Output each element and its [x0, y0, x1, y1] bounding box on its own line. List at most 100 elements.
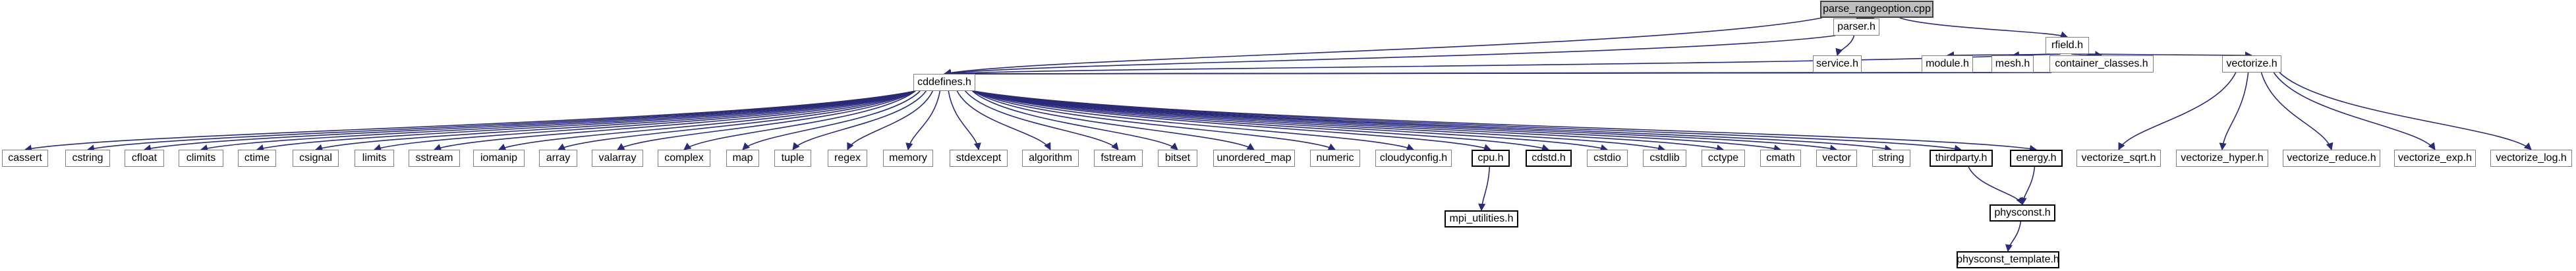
graph-node-cfloat[interactable]: cfloat — [125, 150, 164, 167]
graph-node-label: algorithm — [1029, 152, 1072, 164]
graph-node-fstream[interactable]: fstream — [1094, 150, 1143, 167]
graph-node-thirdparty-h[interactable]: thirdparty.h — [1930, 150, 1993, 167]
graph-node-service-h[interactable]: service.h — [1813, 55, 1862, 73]
edge-vectorize-h-to-vectorize-sqrt-h — [2118, 72, 2237, 150]
graph-node-label: energy.h — [2016, 152, 2057, 164]
graph-node-energy-h[interactable]: energy.h — [2010, 150, 2063, 167]
graph-node-vectorize-reduce-h[interactable]: vectorize_reduce.h — [2283, 150, 2380, 167]
graph-node-label: cctype — [1707, 152, 1739, 164]
graph-node-cstdlib[interactable]: cstdlib — [1643, 150, 1686, 167]
graph-node-climits[interactable]: climits — [179, 150, 223, 167]
graph-node-cstring[interactable]: cstring — [65, 150, 110, 167]
edge-cddefines-h-to-energy-h — [973, 90, 2038, 152]
graph-node-label: csignal — [299, 152, 332, 164]
edge-cddefines-h-to-map — [742, 90, 921, 150]
edge-mesh-h-to-cddefines-h — [943, 70, 1994, 78]
graph-node-parser-h[interactable]: parser.h — [1833, 18, 1879, 36]
graph-node-iomanip[interactable]: iomanip — [473, 150, 525, 167]
graph-node-cstdio[interactable]: cstdio — [1587, 150, 1628, 167]
edge-cddefines-h-to-cpu-h — [973, 90, 1492, 152]
graph-node-tuple[interactable]: tuple — [774, 150, 811, 167]
graph-node-regex[interactable]: regex — [828, 150, 867, 167]
graph-node-vector[interactable]: vector — [1816, 150, 1857, 167]
graph-node-array[interactable]: array — [539, 150, 577, 167]
graph-node-map[interactable]: map — [726, 150, 759, 167]
edge-cddefines-h-to-iomanip — [498, 90, 916, 151]
graph-node-label: regex — [834, 152, 861, 164]
edge-vectorize-h-to-vectorize-reduce-h — [2260, 72, 2333, 151]
graph-node-module-h[interactable]: module.h — [1922, 55, 1973, 73]
edge-thirdparty-h-to-physconst-h — [1968, 166, 2023, 206]
edge-cddefines-h-to-cstdio — [973, 90, 1609, 152]
graph-node-valarray[interactable]: valarray — [592, 150, 643, 167]
graph-node-unordered-map[interactable]: unordered_map — [1213, 150, 1295, 167]
graph-node-label: mesh.h — [1995, 58, 2030, 69]
edge-cddefines-h-to-cloudyconfig-h — [973, 90, 1415, 151]
graph-node-vectorize-sqrt-h[interactable]: vectorize_sqrt.h — [2076, 150, 2161, 167]
graph-node-stdexcept[interactable]: stdexcept — [950, 150, 1008, 167]
graph-node-parse-rangeoption-cpp[interactable]: parse_rangeoption.cpp — [1820, 1, 1933, 18]
graph-node-physconst-template-h[interactable]: physconst_template.h — [1957, 251, 2059, 268]
edge-cddefines-h-to-cmath — [973, 90, 1782, 152]
graph-node-complex[interactable]: complex — [658, 150, 710, 167]
graph-node-label: vectorize_log.h — [2496, 152, 2567, 164]
edge-cddefines-h-to-array — [557, 90, 916, 150]
graph-node-label: climits — [186, 152, 216, 164]
graph-node-cmath[interactable]: cmath — [1760, 150, 1801, 167]
graph-node-mesh-h[interactable]: mesh.h — [1991, 55, 2034, 73]
graph-node-cdstd-h[interactable]: cdstd.h — [1526, 150, 1572, 167]
graph-node-ctime[interactable]: ctime — [238, 150, 276, 167]
graph-node-bitset[interactable]: bitset — [1158, 150, 1197, 167]
edge-rfield-h-to-cddefines-h — [943, 53, 2048, 78]
graph-node-numeric[interactable]: numeric — [1310, 150, 1360, 167]
graph-node-sstream[interactable]: sstream — [409, 150, 460, 167]
graph-node-mpi-utilities-h[interactable]: mpi_utilities.h — [1445, 210, 1518, 227]
graph-node-memory[interactable]: memory — [883, 150, 933, 167]
graph-node-string[interactable]: string — [1872, 150, 1910, 167]
graph-node-label: container_classes.h — [2055, 58, 2148, 69]
graph-node-label: cddefines.h — [917, 76, 971, 88]
edge-cddefines-h-to-unordered-map — [973, 90, 1255, 150]
graph-node-label: array — [546, 152, 571, 164]
edge-cddefines-h-to-string — [973, 90, 1893, 152]
edge-group — [24, 14, 2532, 253]
graph-node-vectorize-hyper-h[interactable]: vectorize_hyper.h — [2176, 150, 2268, 167]
graph-node-cassert[interactable]: cassert — [2, 150, 48, 167]
edge-cddefines-h-to-ctime — [256, 90, 916, 152]
graph-node-label: parser.h — [1837, 21, 1875, 32]
edge-cddefines-h-to-vector — [973, 90, 1838, 152]
edge-cddefines-h-to-limits — [373, 90, 916, 152]
graph-node-algorithm[interactable]: algorithm — [1022, 150, 1079, 167]
graph-node-vectorize-log-h[interactable]: vectorize_log.h — [2490, 150, 2572, 167]
graph-node-label: vectorize_exp.h — [2397, 152, 2473, 164]
graph-node-cctype[interactable]: cctype — [1702, 150, 1745, 167]
graph-node-container-classes-h[interactable]: container_classes.h — [2049, 55, 2154, 73]
graph-node-label: ctime — [244, 152, 270, 164]
edge-cddefines-h-to-complex — [683, 90, 916, 150]
graph-node-label: fstream — [1101, 152, 1136, 164]
graph-node-label: mpi_utilities.h — [1449, 213, 1514, 224]
graph-node-label: numeric — [1316, 152, 1354, 164]
graph-node-cddefines-h[interactable]: cddefines.h — [913, 74, 975, 91]
edge-parse-rangeoption-cpp-to-cddefines-h — [943, 17, 1823, 76]
graph-node-vectorize-exp-h[interactable]: vectorize_exp.h — [2394, 150, 2476, 167]
graph-node-csignal[interactable]: csignal — [293, 150, 339, 167]
graph-node-limits[interactable]: limits — [355, 150, 394, 167]
graph-node-cpu-h[interactable]: cpu.h — [1472, 150, 1510, 167]
edge-cddefines-h-to-algorithm — [956, 90, 1051, 150]
graph-node-label: unordered_map — [1216, 152, 1292, 164]
graph-node-label: service.h — [1816, 58, 1859, 69]
graph-node-physconst-h[interactable]: physconst.h — [1989, 204, 2055, 222]
graph-node-label: cloudyconfig.h — [1379, 152, 1448, 164]
graph-node-label: module.h — [1926, 58, 1969, 69]
graph-node-label: cstdio — [1593, 152, 1621, 164]
graph-node-vectorize-h[interactable]: vectorize.h — [2222, 55, 2281, 73]
graph-node-label: physconst_template.h — [1957, 254, 2059, 265]
graph-node-label: stdexcept — [956, 152, 1002, 164]
graph-node-cloudyconfig-h[interactable]: cloudyconfig.h — [1375, 150, 1452, 167]
graph-node-label: memory — [889, 152, 927, 164]
graph-node-rfield-h[interactable]: rfield.h — [2046, 37, 2089, 54]
edge-energy-h-to-physconst-h — [2019, 166, 2036, 206]
edge-cddefines-h-to-cctype — [973, 90, 1725, 152]
